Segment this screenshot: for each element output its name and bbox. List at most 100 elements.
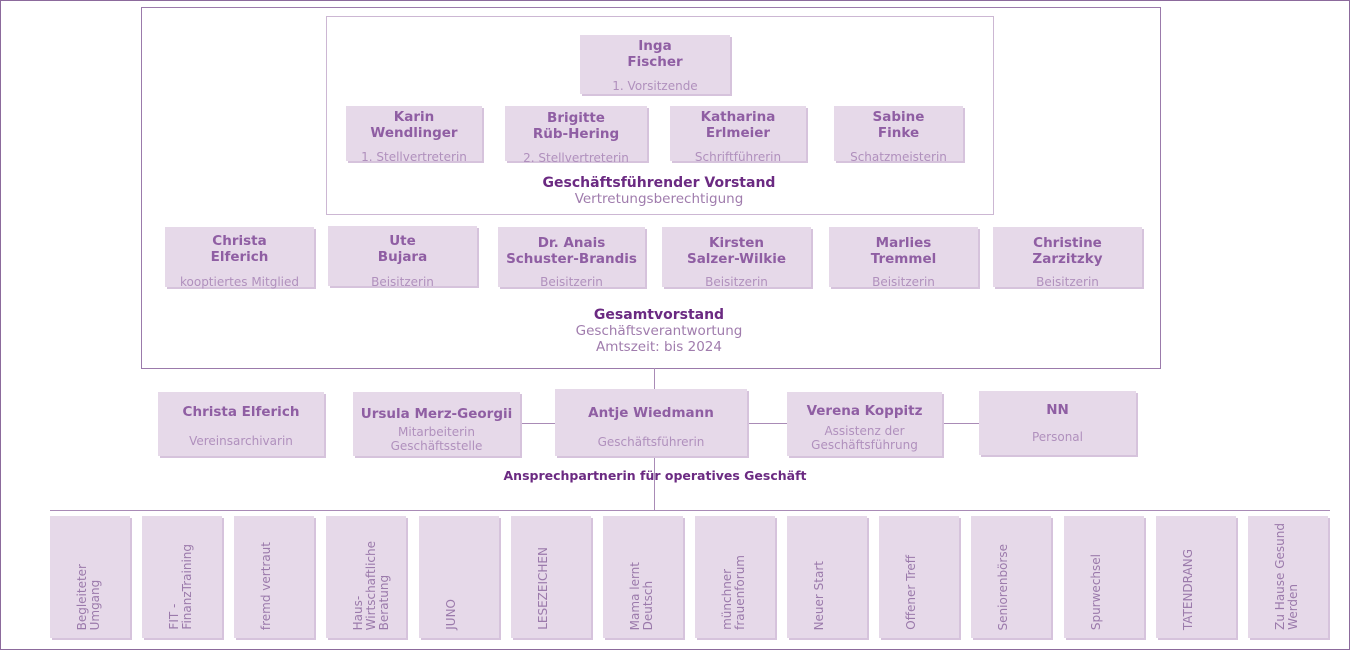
member-last-name: Tremmel <box>870 251 937 267</box>
board-member-card: Christa Elferich kooptiertes Mitglied <box>165 227 314 289</box>
chair-last-name: Fischer <box>627 54 683 70</box>
project-card: Neuer Start <box>787 516 867 638</box>
office-role: Assistenz der <box>824 424 905 438</box>
member-first-name: Kirsten <box>708 235 764 251</box>
full-board-caption: Gesamtvorstand Geschäftsverantwortung Am… <box>459 307 859 355</box>
projects-divider <box>50 510 1330 511</box>
member-first-name: Ute <box>389 233 416 249</box>
office-card: Antje Wiedmann Geschäftsführerin <box>555 389 747 456</box>
member-last-name: Elferich <box>210 249 269 265</box>
executive-caption: Geschäftsführender Vorstand Vertretungsb… <box>459 175 859 207</box>
board-member-card: Kirsten Salzer-Wilkie Beisitzerin <box>662 227 811 289</box>
office-card: Verena Koppitz Assistenz der Geschäftsfü… <box>787 392 942 456</box>
project-label: münchner frauenforum <box>720 555 747 630</box>
member-role: Beisitzerin <box>1036 275 1099 289</box>
member-role: kooptiertes Mitglied <box>179 275 299 289</box>
office-name: Antje Wiedmann <box>588 405 714 421</box>
project-card: JUNO <box>419 516 499 638</box>
project-card: Mama lernt Deutsch <box>603 516 683 638</box>
project-label: Offener Treff <box>904 555 918 630</box>
member-role: Beisitzerin <box>371 275 434 289</box>
project-label: FIT - FinanzTraining <box>167 544 194 630</box>
executive-caption-title: Geschäftsführender Vorstand <box>542 175 776 191</box>
operations-label: Ansprechpartnerin für operatives Geschäf… <box>503 468 807 483</box>
project-card: TATENDRANG <box>1156 516 1236 638</box>
office-card: Ursula Merz-Georgii Mitarbeiterin Geschä… <box>353 392 520 456</box>
member-role: Beisitzerin <box>872 275 935 289</box>
member-role: Schatzmeisterin <box>850 150 947 164</box>
member-first-name: Katharina <box>700 109 776 125</box>
full-board-caption-title: Gesamtvorstand <box>593 307 725 323</box>
member-first-name: Christa <box>212 233 267 249</box>
office-name: NN <box>1046 402 1069 418</box>
project-label: Haus- Wirtschaftliche Beratung <box>351 540 391 630</box>
member-last-name: Erlmeier <box>705 125 771 141</box>
office-role: Vereinsarchivarin <box>189 434 293 448</box>
member-first-name: Dr. Anais <box>537 235 606 251</box>
project-card: Zu Hause Gesund Werden <box>1248 516 1328 638</box>
project-card: Spurwechsel <box>1064 516 1144 638</box>
project-label: JUNO <box>444 599 458 630</box>
connector-line <box>747 423 788 424</box>
member-role: Beisitzerin <box>705 275 768 289</box>
office-role: Personal <box>1031 430 1083 444</box>
executive-card: Brigitte Rüb-Hering 2. Stellvertreterin <box>505 106 647 165</box>
project-label: Zu Hause Gesund Werden <box>1273 523 1300 630</box>
full-board-caption-sub2: Amtszeit: bis 2024 <box>596 339 722 355</box>
connector-line <box>942 423 980 424</box>
project-label: Spurwechsel <box>1089 553 1103 630</box>
board-member-card: Christine Zarzitzky Beisitzerin <box>993 227 1142 289</box>
office-role: Geschäftsführerin <box>597 435 705 449</box>
project-card: Offener Treff <box>879 516 959 638</box>
office-role: Geschäftsführung <box>811 438 918 452</box>
chair-card: Inga Fischer 1. Vorsitzende <box>580 35 730 94</box>
project-card: FIT - FinanzTraining <box>142 516 222 638</box>
member-first-name: Karin <box>393 109 435 125</box>
project-label: Seniorenbörse <box>996 543 1010 630</box>
board-member-card: Dr. Anais Schuster-Brandis Beisitzerin <box>498 227 645 289</box>
member-role: 2. Stellvertreterin <box>523 151 629 165</box>
office-name: Christa Elferich <box>182 404 300 420</box>
project-label: Neuer Start <box>812 560 826 630</box>
office-card: NN Personal <box>979 391 1136 455</box>
member-last-name: Schuster-Brandis <box>506 251 637 267</box>
project-label: LESEZEICHEN <box>536 547 550 630</box>
executive-card: Karin Wendlinger 1. Stellvertreterin <box>346 106 482 164</box>
office-role: Mitarbeiterin <box>398 425 475 439</box>
member-last-name: Zarzitzky <box>1032 251 1103 267</box>
member-first-name: Sabine <box>872 109 925 125</box>
project-card: münchner frauenforum <box>695 516 775 638</box>
project-label: TATENDRANG <box>1181 548 1195 630</box>
executive-card: Katharina Erlmeier Schriftführerin <box>670 106 806 164</box>
chair-first-name: Inga <box>638 38 672 54</box>
project-label: Begleiteter Umgang <box>75 563 102 630</box>
board-member-card: Ute Bujara Beisitzerin <box>328 226 477 289</box>
member-role: Schriftführerin <box>694 150 782 164</box>
member-last-name: Finke <box>877 125 920 141</box>
board-member-card: Marlies Tremmel Beisitzerin <box>829 227 978 289</box>
project-card: fremd vertraut <box>234 516 314 638</box>
member-last-name: Wendlinger <box>370 125 458 141</box>
project-card: Begleiteter Umgang <box>50 516 130 638</box>
office-name: Ursula Merz-Georgii <box>360 406 513 422</box>
project-card: Haus- Wirtschaftliche Beratung <box>326 516 406 638</box>
member-role: 1. Stellvertreterin <box>361 150 467 164</box>
office-role: Geschäftsstelle <box>390 439 483 453</box>
project-label: Mama lernt Deutsch <box>628 561 655 630</box>
project-card: LESEZEICHEN <box>511 516 591 638</box>
member-last-name: Rüb-Hering <box>532 126 620 142</box>
executive-caption-sub: Vertretungsberechtigung <box>574 191 744 207</box>
project-label: fremd vertraut <box>259 541 273 630</box>
full-board-box <box>141 7 1161 369</box>
member-last-name: Bujara <box>377 249 428 265</box>
executive-card: Sabine Finke Schatzmeisterin <box>834 106 963 164</box>
chair-role: 1. Vorsitzende <box>612 79 698 93</box>
connector-line <box>520 423 556 424</box>
member-first-name: Brigitte <box>547 110 605 126</box>
executive-board-box <box>326 16 994 215</box>
project-card: Seniorenbörse <box>971 516 1051 638</box>
member-first-name: Christine <box>1033 235 1102 251</box>
full-board-caption-sub1: Geschäftsverantwortung <box>575 323 743 339</box>
office-name: Verena Koppitz <box>806 403 923 419</box>
member-last-name: Salzer-Wilkie <box>686 251 787 267</box>
